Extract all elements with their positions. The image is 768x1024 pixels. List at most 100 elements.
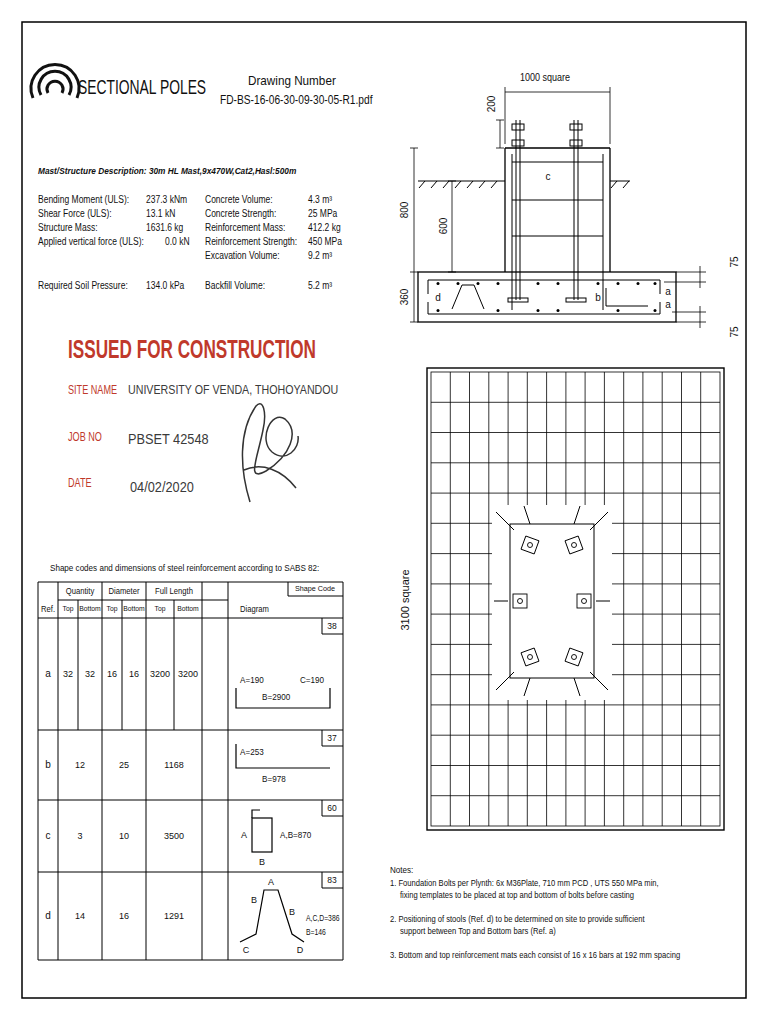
dimension-label: b xyxy=(595,293,601,303)
table-cell: Bottom xyxy=(177,605,199,613)
spec-text: Structure Mass: xyxy=(38,223,98,233)
dimension-label: 1000 square xyxy=(520,73,570,83)
table-cell: 32 xyxy=(85,670,95,679)
table-cell: Shape Code xyxy=(295,585,335,593)
table-cell: 16 xyxy=(119,912,129,921)
spec-text: 0.0 kN xyxy=(165,237,190,247)
table-cell: Diameter xyxy=(108,587,139,596)
stamp-text: JOB NO xyxy=(68,430,102,443)
company-title: SECTIONAL POLES xyxy=(78,76,206,97)
table-cell: Ref. xyxy=(41,605,55,614)
dimension-lines xyxy=(410,87,706,328)
table-cell: B xyxy=(289,908,295,917)
table-cell: 1291 xyxy=(164,912,184,921)
spec-text: 5.2 m³ xyxy=(308,281,332,291)
spec-text: 4.3 m³ xyxy=(308,195,332,205)
note-text: fixing templates to be placed at top and… xyxy=(400,890,634,900)
table-cell: B=2900 xyxy=(262,693,290,702)
table-caption: Shape codes and dimensions of steel rein… xyxy=(50,563,319,573)
stamp-text: UNIVERSITY OF VENDA, THOHOYANDOU xyxy=(128,383,338,396)
bar-shape-diagrams xyxy=(236,688,330,942)
spec-text: 25 MPa xyxy=(308,209,337,219)
spec-text: 13.1 kN xyxy=(146,209,175,219)
dimension-label: 3100 square xyxy=(400,569,411,630)
dimension-label: 75 xyxy=(730,326,740,337)
spec-text: Reinforcement Mass: xyxy=(205,223,285,233)
foundation-elevation xyxy=(418,120,676,322)
dimension-label: 200 xyxy=(487,96,497,113)
table-cell: A xyxy=(268,878,274,887)
spec-text: 450 MPa xyxy=(308,237,342,247)
table-cell: b xyxy=(45,760,51,770)
table-cell: 3200 xyxy=(178,670,198,679)
table-cell: 60 xyxy=(327,804,336,813)
table-cell: Top xyxy=(107,605,118,613)
table-cell: 25 xyxy=(119,761,129,770)
stamp-text: 04/02/2020 xyxy=(130,479,194,494)
drawing-number: Drawing Number xyxy=(248,74,336,87)
table-cell: 38 xyxy=(327,622,336,631)
table-cell: 32 xyxy=(63,670,73,679)
table-cell: c xyxy=(46,831,51,841)
table-cell: Top xyxy=(63,605,74,613)
note-text: Notes: xyxy=(390,865,413,875)
note-text: 1. Foundation Bolts per Plynth: 6x M36Pl… xyxy=(390,878,659,888)
spec-text: Shear Force (ULS): xyxy=(38,209,112,219)
table-cell: d xyxy=(45,911,51,921)
note-text: support between Top and Bottom bars (Ref… xyxy=(400,926,556,936)
stamp-text: ISSUED FOR CONSTRUCTION xyxy=(68,336,316,362)
table-cell: A=190 xyxy=(240,676,264,685)
spec-text: Concrete Volume: xyxy=(205,195,273,205)
table-cell: B xyxy=(259,858,265,867)
dimension-label: d xyxy=(435,293,441,303)
dimension-label: c xyxy=(546,172,551,182)
note-text: 3. Bottom and top reinforcement mats eac… xyxy=(390,950,680,960)
note-text: 2. Positioning of stools (Ref. d) to be … xyxy=(390,914,645,924)
table-cell: A=253 xyxy=(240,748,264,757)
spec-text: Applied vertical force (ULS): xyxy=(38,237,144,247)
table-cell: D xyxy=(297,946,304,955)
table-cell: 37 xyxy=(327,734,336,743)
dimension-label: a xyxy=(665,287,671,297)
table-cell: B=146 xyxy=(306,928,326,937)
spec-text: 9.2 m³ xyxy=(308,251,332,261)
spec-text: Backfill Volume: xyxy=(205,281,265,291)
table-cell: 16 xyxy=(107,670,117,679)
table-cell: Quantity xyxy=(66,587,94,596)
spec-text: 134.0 kPa xyxy=(146,281,184,291)
rebar-sections xyxy=(437,282,657,312)
table-cell: A xyxy=(241,831,247,840)
table-cell: 16 xyxy=(129,670,139,679)
dimension-label: 800 xyxy=(400,202,410,219)
table-cell: 3500 xyxy=(164,832,184,841)
table-cell: B xyxy=(251,896,257,905)
spec-text: 1631.6 kg xyxy=(146,223,183,233)
spec-text: Required Soil Pressure: xyxy=(38,281,128,291)
spec-text: Concrete Strength: xyxy=(205,209,276,219)
stamp-text: PBSET 42548 xyxy=(128,431,209,446)
spec-text: 412.2 kg xyxy=(308,223,341,233)
spec-text: Bending Moment (ULS): xyxy=(38,195,129,205)
dimension-label: 360 xyxy=(400,289,410,306)
foundation-plan xyxy=(427,368,724,830)
drawing-number: FD-BS-16-06-30-09-30-05-R1.pdf xyxy=(220,94,373,106)
table-cell: 10 xyxy=(119,832,129,841)
dimension-label: 600 xyxy=(439,218,449,235)
spec-text: Mast/Structure Description: 30m HL Mast,… xyxy=(38,167,296,176)
table-cell: C xyxy=(243,946,250,955)
table-cell: 3200 xyxy=(150,670,170,679)
table-cell: A,B=870 xyxy=(280,831,311,840)
rebar-table-grid xyxy=(38,582,343,960)
spec-text: 237.3 kNm xyxy=(146,195,187,205)
dimension-label: a xyxy=(665,300,671,310)
sheet-border xyxy=(22,22,746,998)
table-cell: 83 xyxy=(327,876,336,885)
signature xyxy=(242,404,298,502)
table-cell: B=978 xyxy=(262,775,286,784)
table-cell: Bottom xyxy=(123,605,145,613)
table-cell: 14 xyxy=(75,912,85,921)
stamp-text: SITE NAME xyxy=(68,383,117,396)
table-cell: 12 xyxy=(75,761,85,770)
